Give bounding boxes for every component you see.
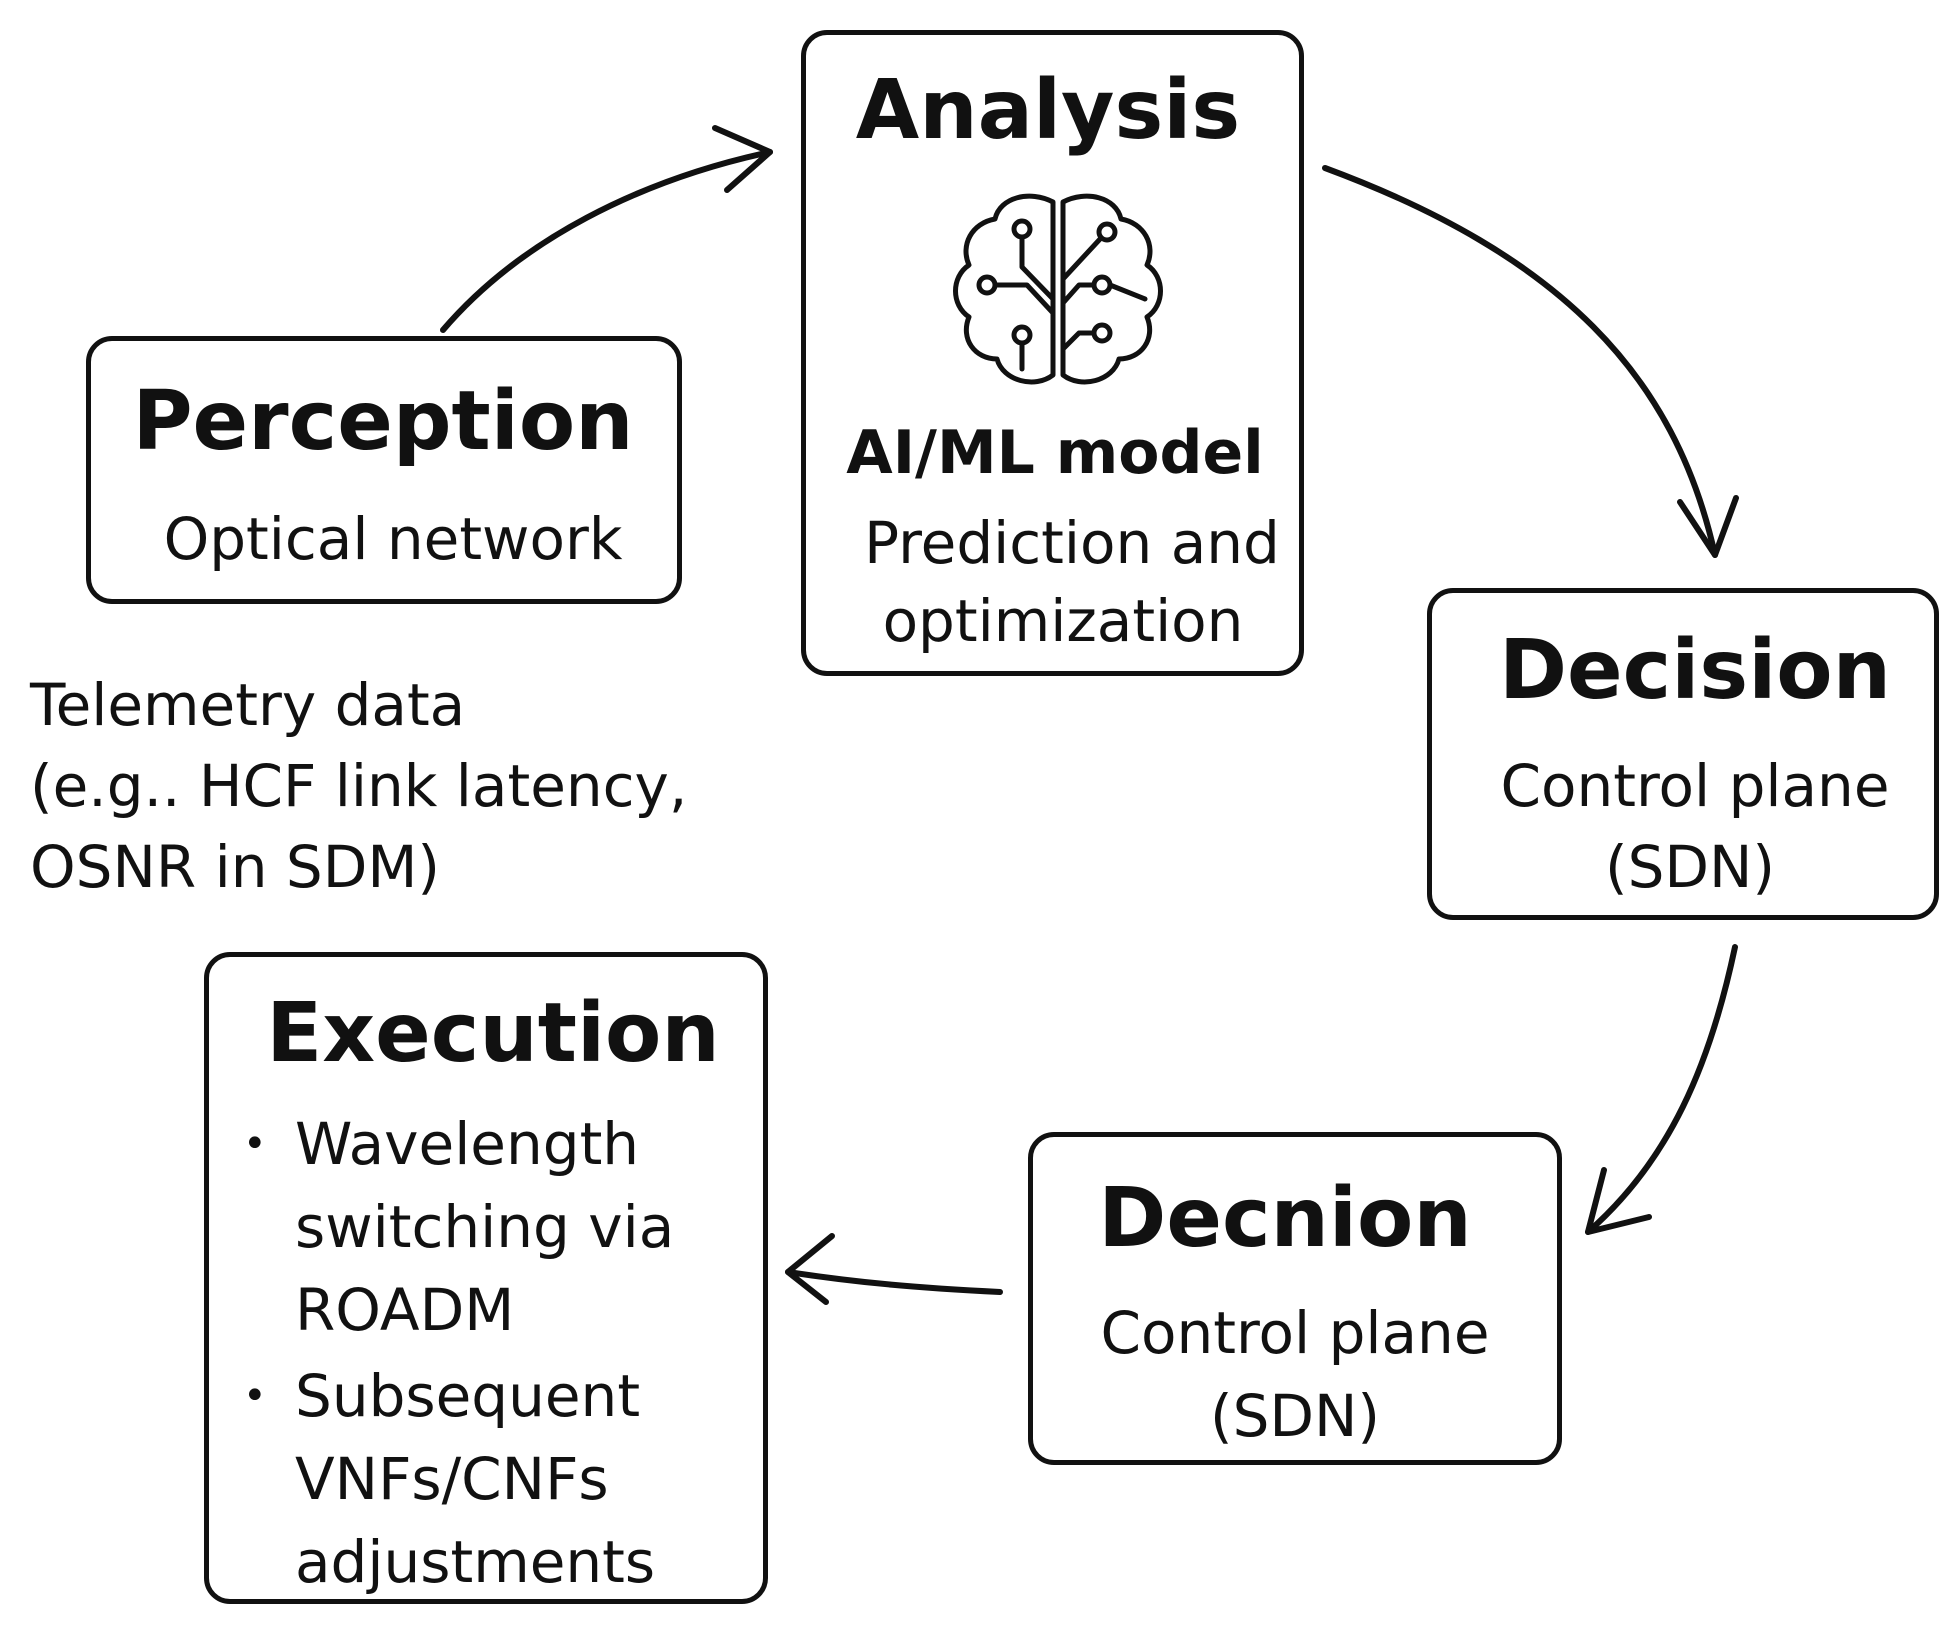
analysis-title: Analysis [855, 63, 1241, 158]
perception-title: Perception [132, 374, 634, 469]
decnion-box [1028, 1132, 1562, 1465]
arrowhead-decnion [1585, 1167, 1652, 1235]
arrowhead-analysis [712, 125, 773, 193]
perception-box [86, 336, 682, 604]
decision-line2: (SDN) [1604, 833, 1776, 901]
arrow-analysis-to-decision [1322, 165, 1718, 558]
decnion-title: Decnion [1098, 1171, 1472, 1266]
analysis-desc-line2: optimization [882, 587, 1244, 655]
decision-line1: Control plane [1500, 752, 1890, 820]
execution-bullet-list: Wavelength switching via ROADM Subsequen… [243, 1103, 674, 1604]
arrow-perception-to-analysis [440, 149, 773, 333]
decision-box [1427, 588, 1939, 920]
arrow-decnion-to-execution [785, 1269, 1003, 1295]
arrowhead-decision [1677, 495, 1739, 558]
perception-subtitle: Optical network [163, 505, 623, 573]
decision-title: Decision [1498, 623, 1892, 718]
brain-circuit-icon [953, 193, 1163, 385]
telemetry-label: Telemetry data (e.g.. HCF link latency, … [30, 671, 688, 901]
arrow-decision-to-decnion [1585, 944, 1738, 1235]
arrowhead-execution [785, 1233, 835, 1305]
execution-bullet-vnf: Subsequent VNFs/CNFs adjustments [243, 1355, 674, 1604]
execution-title: Execution [266, 986, 720, 1081]
decnion-line2: (SDN) [1209, 1382, 1381, 1450]
execution-bullet-wavelength: Wavelength switching via ROADM [243, 1103, 674, 1352]
decnion-line1: Control plane [1100, 1299, 1490, 1367]
analysis-desc-line1: Prediction and [864, 509, 1280, 577]
analysis-model-label: AI/ML model [846, 418, 1264, 488]
